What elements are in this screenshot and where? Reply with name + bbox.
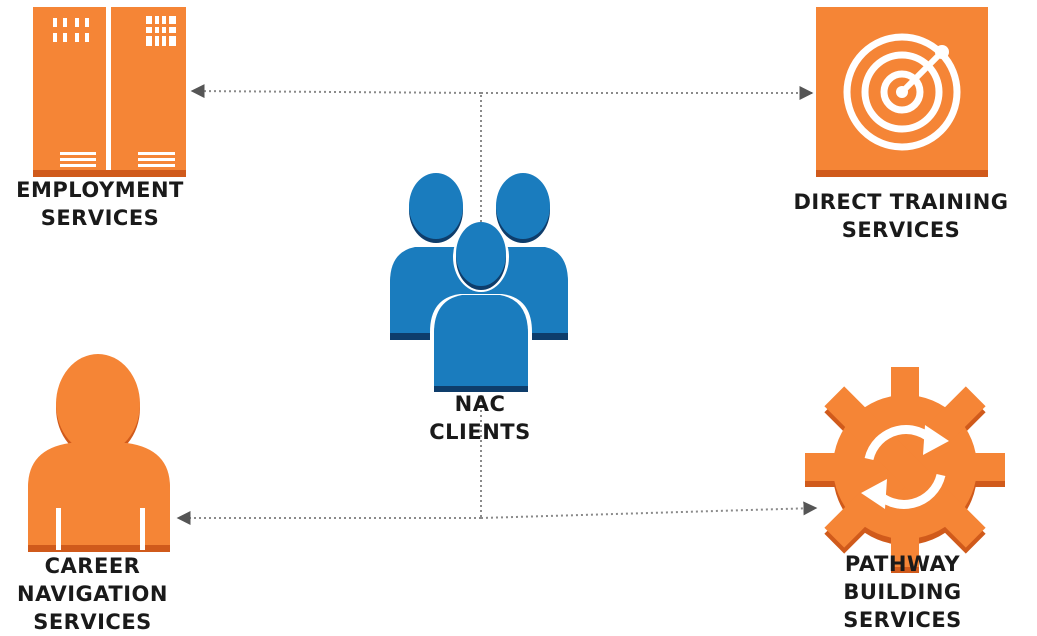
pathway-label-line1: PATHWAY (844, 552, 961, 576)
direct-label-line1: DIRECT TRAINING (793, 190, 1009, 214)
users-group-icon (390, 173, 568, 395)
career-navigation-services-label: CAREER NAVIGATION SERVICES (0, 552, 185, 636)
building-icon (33, 7, 186, 177)
pathway-label-line2: BUILDING (843, 580, 962, 604)
nac-label-line1: NAC (454, 392, 506, 416)
gear-sync-icon (805, 367, 1005, 573)
employment-label-line2: SERVICES (40, 206, 160, 230)
connector-to-pathway-building (480, 501, 818, 519)
direct-training-services-label: DIRECT TRAINING SERVICES (765, 188, 1037, 244)
connector-to-employment (190, 84, 482, 99)
career-label-line3: SERVICES (33, 610, 152, 634)
career-label-line1: CAREER (44, 554, 141, 578)
pathway-building-services-label: PATHWAY BUILDING SERVICES (815, 550, 990, 634)
direct-label-line2: SERVICES (841, 218, 961, 242)
employment-services-label: EMPLOYMENT SERVICES (0, 176, 200, 232)
nac-label-line2: CLIENTS (429, 420, 531, 444)
pathway-label-line3: SERVICES (843, 608, 962, 632)
user-icon (28, 354, 170, 552)
employment-label-line1: EMPLOYMENT (16, 178, 184, 202)
nac-clients-label: NAC CLIENTS (400, 390, 560, 446)
target-icon (816, 7, 988, 177)
career-label-line2: NAVIGATION (17, 582, 168, 606)
